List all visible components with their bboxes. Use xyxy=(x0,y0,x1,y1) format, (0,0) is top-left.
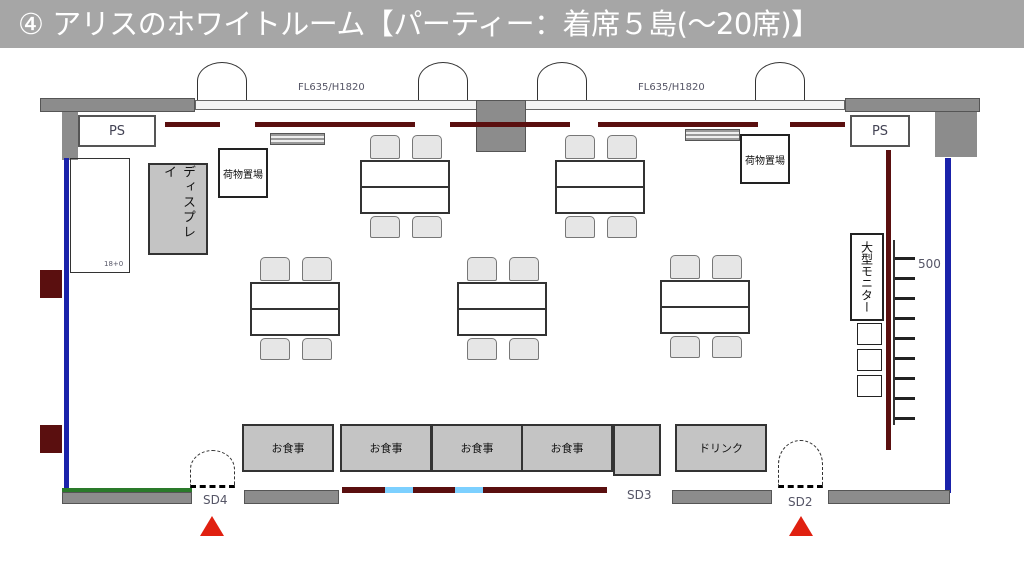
curtain xyxy=(450,122,570,127)
wall-bottom xyxy=(828,490,950,504)
table xyxy=(457,282,547,310)
chair xyxy=(712,336,742,358)
chair xyxy=(260,338,290,360)
wall-bottom xyxy=(244,490,339,504)
table xyxy=(660,280,750,308)
page-title: ④ アリスのホワイトルーム【パーティー：着席５島(～20席)】 xyxy=(0,0,1024,48)
chair xyxy=(302,257,332,281)
table xyxy=(360,160,450,188)
table xyxy=(250,308,340,336)
dimension-label: 500 xyxy=(918,257,941,271)
table xyxy=(360,186,450,214)
chair xyxy=(467,257,497,281)
food-station: お食事 xyxy=(521,424,613,472)
entrance-marker-icon xyxy=(789,516,813,536)
chair xyxy=(260,257,290,281)
chair xyxy=(509,338,539,360)
luggage-area-right: 荷物置場 xyxy=(740,134,790,184)
entrance-marker-icon xyxy=(200,516,224,536)
vent xyxy=(685,129,740,141)
curtain xyxy=(598,122,758,127)
service-table xyxy=(613,424,661,476)
glass-wall-right xyxy=(945,158,951,493)
glass-panel xyxy=(455,487,483,493)
window-door-swing xyxy=(755,62,805,100)
door-sd3: SD3 xyxy=(627,488,652,502)
chair xyxy=(607,135,637,159)
chair xyxy=(670,255,700,279)
rack xyxy=(893,240,915,425)
ps-right: PS xyxy=(850,115,910,147)
window-label-right: FL635/H1820 xyxy=(638,82,705,93)
chair xyxy=(607,216,637,238)
drink-station: ドリンク xyxy=(675,424,767,472)
curtain xyxy=(255,122,415,127)
glass-panel xyxy=(385,487,413,493)
wall-bottom xyxy=(62,488,192,492)
table xyxy=(250,282,340,310)
chair xyxy=(467,338,497,360)
chair xyxy=(302,338,332,360)
wall-top-left xyxy=(40,98,195,112)
chair xyxy=(412,216,442,238)
door-sd2: SD2 xyxy=(788,495,813,509)
wall-left-top xyxy=(62,112,78,160)
large-monitor: 大型モニター xyxy=(850,233,884,321)
table xyxy=(555,160,645,188)
chair xyxy=(565,135,595,159)
window-door-swing xyxy=(418,62,468,100)
table xyxy=(660,306,750,334)
luggage-area-left: 荷物置場 xyxy=(218,148,268,198)
glass-wall-left xyxy=(64,158,69,493)
door-swing-sd2 xyxy=(778,440,823,488)
window-door-swing xyxy=(537,62,587,100)
curtain-right xyxy=(886,150,891,450)
door-swing-sd4 xyxy=(190,450,235,488)
chair xyxy=(370,216,400,238)
chair xyxy=(370,135,400,159)
column xyxy=(40,425,62,453)
table xyxy=(555,186,645,214)
curtain xyxy=(165,122,220,127)
chair xyxy=(412,135,442,159)
ps-left: PS xyxy=(78,115,156,147)
food-station: お食事 xyxy=(431,424,523,472)
wall-top-right xyxy=(845,98,980,112)
closet-label: 18+0 xyxy=(104,260,124,268)
monitor-box xyxy=(857,323,882,345)
door-sd4: SD4 xyxy=(203,493,228,507)
chair xyxy=(565,216,595,238)
monitor-box xyxy=(857,349,882,371)
window-door-swing xyxy=(197,62,247,100)
wall-bottom xyxy=(62,492,192,504)
closet xyxy=(70,158,130,273)
table xyxy=(457,308,547,336)
food-station: お食事 xyxy=(242,424,334,472)
chair xyxy=(670,336,700,358)
monitor-box xyxy=(857,375,882,397)
wall-bottom xyxy=(672,490,772,504)
chair xyxy=(509,257,539,281)
curtain xyxy=(790,122,845,127)
wall-right-top xyxy=(935,112,977,157)
food-station: お食事 xyxy=(340,424,432,472)
chair xyxy=(712,255,742,279)
vent xyxy=(270,133,325,145)
column xyxy=(40,270,62,298)
display-area: ディスプレイ xyxy=(148,163,208,255)
window-label-left: FL635/H1820 xyxy=(298,82,365,93)
